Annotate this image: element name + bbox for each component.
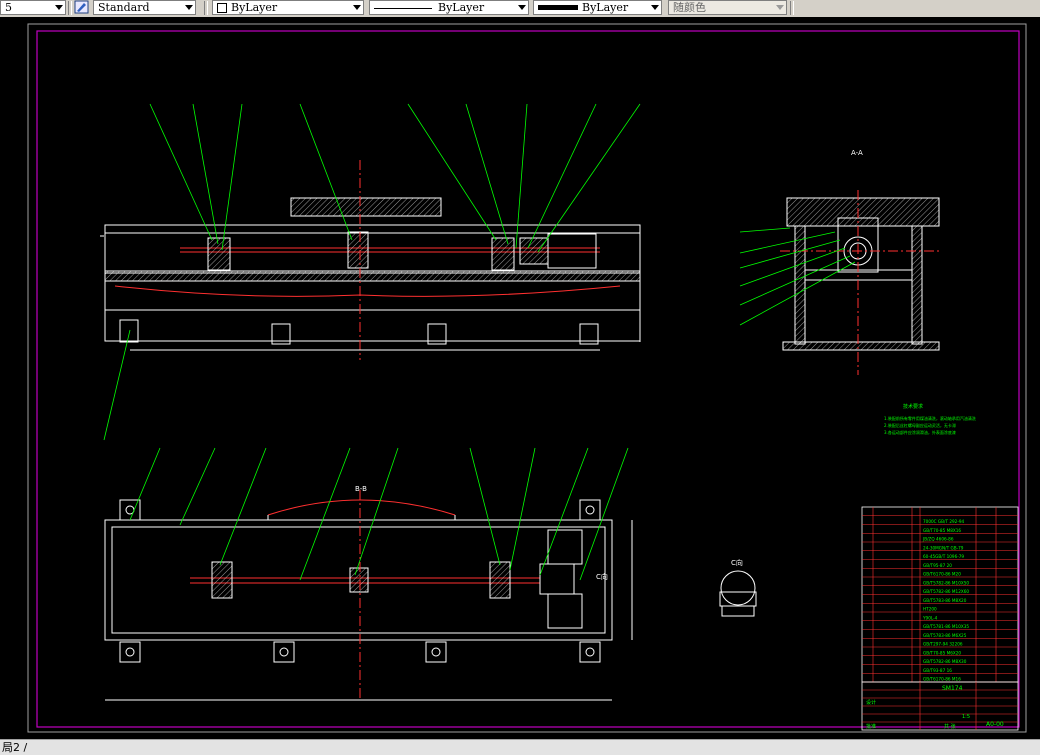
chevron-down-icon xyxy=(651,5,659,10)
bom-item-standard: HT200 xyxy=(923,607,937,612)
bom-item-standard: 24-30MGN/T GB-79 xyxy=(923,545,964,550)
chevron-down-icon xyxy=(353,5,361,10)
chevron-down-icon xyxy=(776,5,784,10)
technical-notes: 技术要求 1.装配前所有零件用煤油清洗，滚动轴承用汽油清洗 2.装配后丝杠螺母副… xyxy=(884,403,976,435)
text-style-icon[interactable] xyxy=(74,0,90,15)
drawing-canvas[interactable]: A-A B-B C向 C向 技术要求 1.装配前所有零件用煤油清洗，滚动轴承用汽… xyxy=(0,17,1040,739)
bom-item-standard: GB/T5783-86 M6X25 xyxy=(923,633,967,638)
lineweight-dropdown[interactable]: ByLayer xyxy=(533,0,662,15)
bom-item-standard: GB/T70-85 M8X16 xyxy=(923,528,961,533)
bom-item-standard: GB/T93-87 16 xyxy=(923,668,952,673)
svg-text:共 张: 共 张 xyxy=(944,723,956,730)
color-swatch-icon xyxy=(217,3,227,13)
toolbar-separator xyxy=(204,1,208,15)
title-block: SM174 设计 A0-00 1:5 共 张 批准 xyxy=(861,681,1019,731)
chevron-down-icon xyxy=(518,5,526,10)
c-direction-detail xyxy=(719,570,757,617)
bom-item-standard: JB/ZQ 4606-86 xyxy=(922,537,954,542)
svg-text:3.各运动部件应涂润滑油，外表面涂底漆: 3.各运动部件应涂润滑油，外表面涂底漆 xyxy=(884,429,956,435)
chevron-down-icon xyxy=(55,5,63,10)
properties-toolbar: 5 Standard ByLayer ByLayer ByLayer 随颜色 xyxy=(0,0,1040,18)
first-dropdown[interactable]: 5 xyxy=(0,0,66,15)
part-code-text: SM174 xyxy=(942,685,963,692)
bom-item-standard: GB/T6170-86 M20 xyxy=(923,572,961,577)
bom-item-standard: GB/T5781-86 M10X35 xyxy=(923,624,969,629)
bom-item-standard: GB/T70-85 M6X20 xyxy=(923,650,961,655)
bom-item-standard: GB/T5782-86 M8X30 xyxy=(923,659,967,664)
sheet-inner-border xyxy=(36,30,1020,728)
section-a-a-leaders xyxy=(739,227,856,326)
command-status-bar[interactable]: 局2 / xyxy=(0,739,1040,755)
bom-item-standard: GB/T5782-86 M10X50 xyxy=(923,580,969,585)
line-sample-icon xyxy=(374,8,432,9)
bom-item-standard: 7000C GB/T 292-94 xyxy=(923,519,964,524)
front-view xyxy=(100,160,641,360)
text-style-dropdown[interactable]: Standard xyxy=(93,0,196,15)
cad-drawing: A-A B-B C向 C向 技术要求 1.装配前所有零件用煤油清洗，滚动轴承用汽… xyxy=(27,23,1027,733)
c-direction-label: C向 xyxy=(731,558,743,567)
bom-item-standard: GB/T5783-86 M8X20 xyxy=(923,598,967,603)
lineweight-sample-icon xyxy=(538,5,578,10)
bom-item-standard: Y90L-4 xyxy=(922,615,938,620)
svg-text:设计: 设计 xyxy=(866,699,876,706)
svg-text:技术要求: 技术要求 xyxy=(903,403,923,410)
bottom-view xyxy=(104,490,633,701)
svg-text:2.装配后丝杠螺母副应运动灵活，无卡滞: 2.装配后丝杠螺母副应运动灵活，无卡滞 xyxy=(884,422,956,428)
sheet-outer-border xyxy=(27,23,1027,733)
svg-text:批准: 批准 xyxy=(866,723,876,730)
plot-style-dropdown[interactable]: 随颜色 xyxy=(668,0,787,15)
chevron-down-icon xyxy=(185,5,193,10)
svg-text:1:5: 1:5 xyxy=(962,714,970,720)
layout-tab-label: 局2 / xyxy=(2,741,28,754)
toolbar-separator xyxy=(68,1,72,15)
bom-item-standard: 60-45GB/T 1096-79 xyxy=(923,554,964,559)
toolbar-separator xyxy=(790,1,794,15)
bottom-view-leaders xyxy=(129,447,629,581)
bom-item-standard: GB/T6170-86 M16 xyxy=(923,677,961,682)
bom-item-standard: GB/T297-94 32206 xyxy=(923,642,963,647)
layer-dropdown[interactable]: ByLayer xyxy=(212,0,364,15)
front-view-leaders xyxy=(103,103,641,441)
svg-text:1.装配前所有零件用煤油清洗，滚动轴承用汽油清洗: 1.装配前所有零件用煤油清洗，滚动轴承用汽油清洗 xyxy=(884,415,976,421)
bom-item-standard: GB/T5782-86 M12X60 xyxy=(923,589,969,594)
section-a-a xyxy=(780,190,940,375)
c-arrow-label: C向 xyxy=(596,572,608,581)
section-b-b-label: B-B xyxy=(355,485,367,493)
linetype-dropdown[interactable]: ByLayer xyxy=(369,0,529,15)
drawing-number-text: A0-00 xyxy=(986,721,1004,728)
section-a-a-label: A-A xyxy=(851,149,863,157)
bom-item-standard: GB/T95-87 20 xyxy=(923,563,952,568)
